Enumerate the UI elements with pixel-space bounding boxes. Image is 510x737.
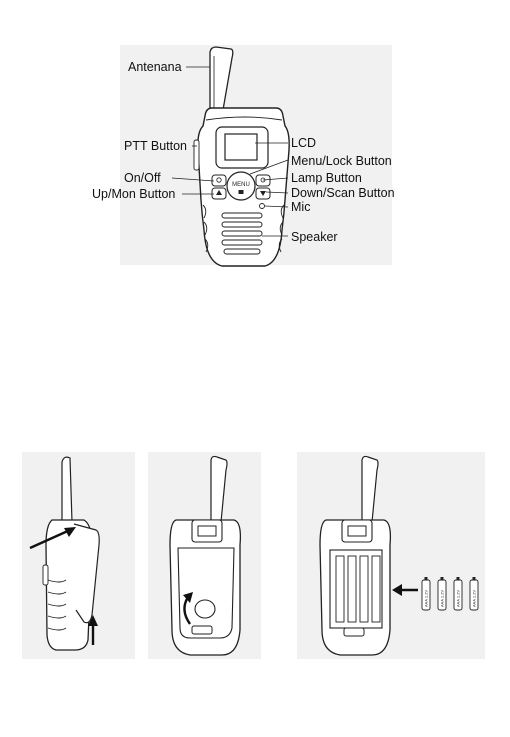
battery-compartment-radio [320, 456, 390, 655]
arrow-insert-batteries [392, 584, 402, 596]
battery-cells [422, 580, 478, 610]
battery-cell-label-1: AAA 1.2V [424, 590, 429, 607]
battery-cell-label-3: AAA 1.2V [456, 590, 461, 607]
battery-cell-label-4: AAA 1.2V [472, 590, 477, 607]
battery-cell-label-2: AAA 1.2V [440, 590, 445, 607]
back-view-radio [170, 456, 240, 655]
